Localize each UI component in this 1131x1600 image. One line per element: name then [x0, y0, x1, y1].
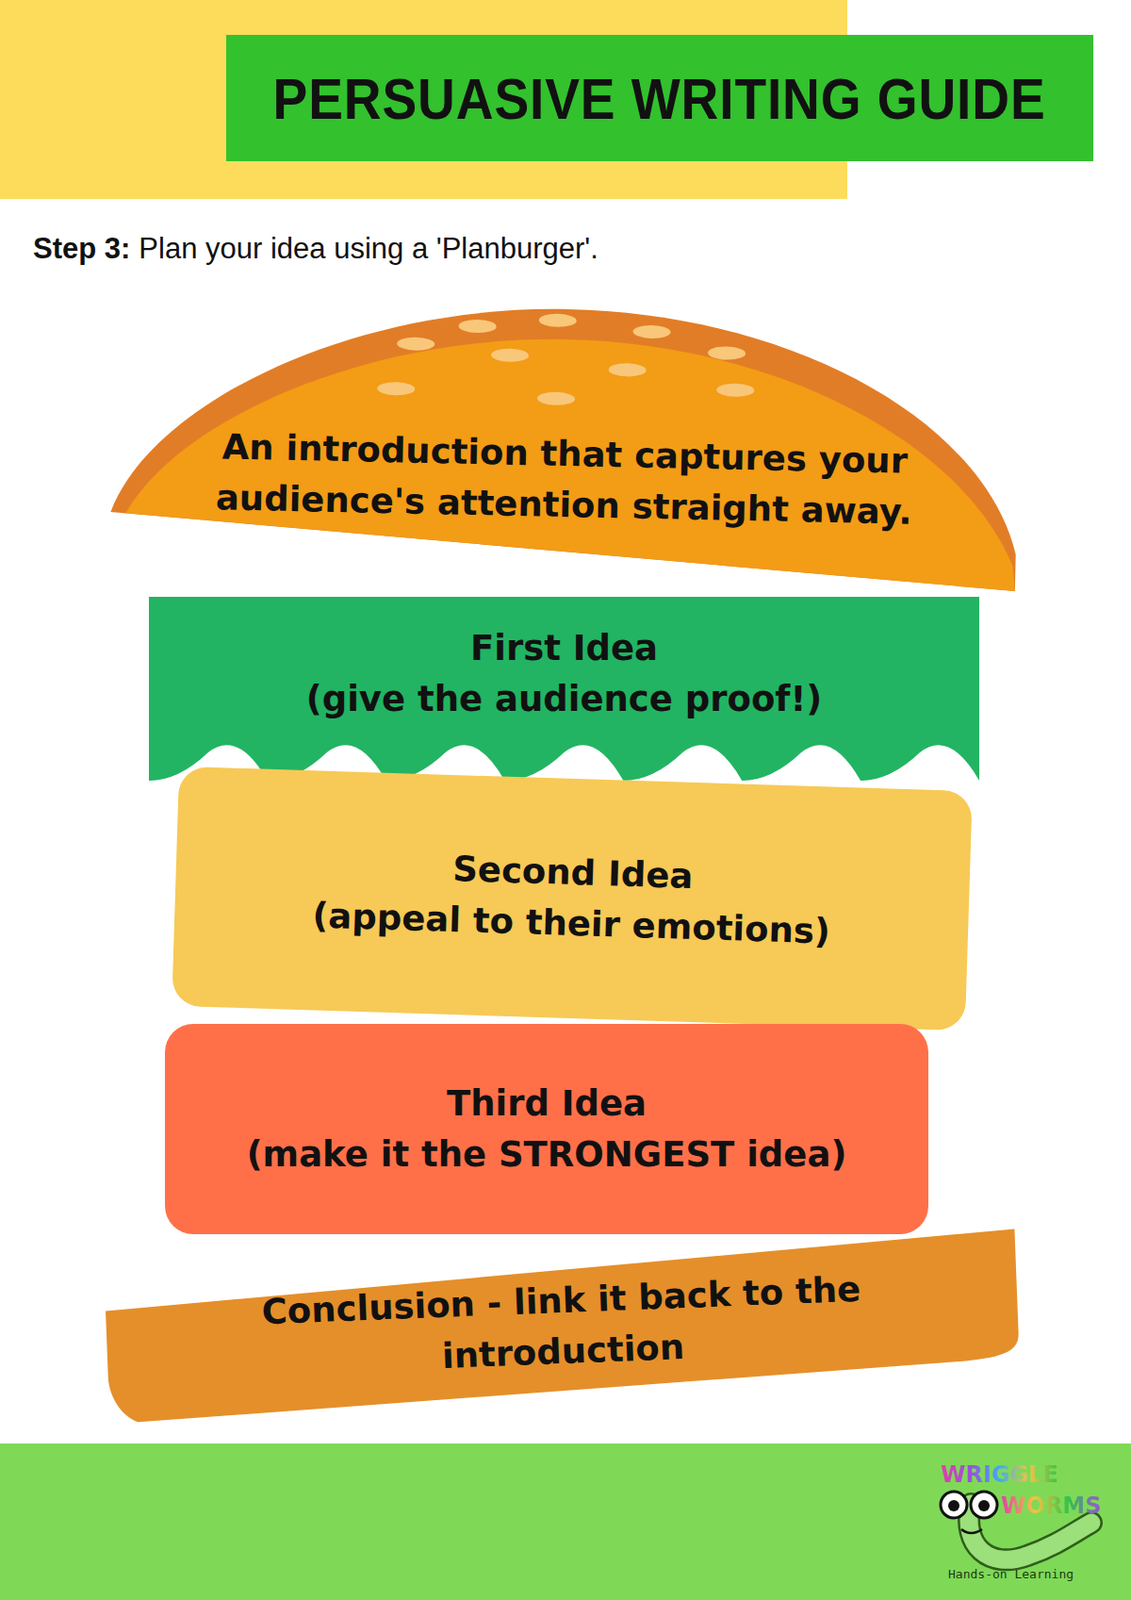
lettuce-layer: First Idea(give the audience proof!)	[148, 596, 980, 781]
layer-text: An introduction that captures your audie…	[195, 421, 934, 539]
page-title: PERSUASIVE WRITING GUIDE	[273, 65, 1047, 132]
sesame-seed	[396, 336, 435, 351]
sesame-seed	[539, 312, 577, 328]
title-bar	[226, 34, 1094, 162]
sesame-seed	[491, 347, 529, 362]
top-bun: An introduction that captures your audie…	[109, 299, 1021, 591]
cheese-layer: Second Idea(appeal to their emotions)	[171, 766, 973, 1031]
logo-word: WRIGGLE	[940, 1460, 1059, 1488]
tomato-layer: Third Idea(make it the STRONGEST idea)	[164, 1023, 929, 1234]
sesame-seed	[377, 381, 415, 396]
layer-text: (give the audience proof!)	[306, 673, 822, 725]
step-label: Step 3:	[32, 231, 131, 266]
tomato-layer-shape	[164, 1023, 929, 1234]
footer-band	[0, 1442, 1131, 1600]
sesame-seed	[707, 345, 746, 361]
bottom-bun: Conclusion - link it back to the introdu…	[103, 1229, 1021, 1424]
cheese-layer	[171, 766, 973, 1031]
bun-top	[124, 329, 1020, 591]
lettuce-layer	[148, 596, 980, 781]
logo-word: WORMS	[1000, 1491, 1102, 1519]
tomato-layer	[164, 1023, 929, 1234]
step-instruction: Plan your idea using a 'Planburger'.	[138, 231, 598, 266]
sesame-seed	[608, 362, 647, 377]
layer-text: (make it the STRONGEST idea)	[246, 1129, 848, 1181]
layer-text: Second Idea	[452, 843, 695, 902]
sesame-seed	[716, 382, 754, 397]
sesame-seed	[632, 324, 671, 339]
sesame-seed	[537, 391, 575, 406]
bun-crust	[109, 299, 1021, 591]
layer-text: Third Idea	[446, 1078, 647, 1130]
bun-bottom	[103, 1229, 1021, 1424]
logo-tagline: Hands-on Learning	[948, 1566, 1074, 1581]
sesame-seed	[458, 319, 496, 334]
layer-text: First Idea	[470, 622, 658, 674]
